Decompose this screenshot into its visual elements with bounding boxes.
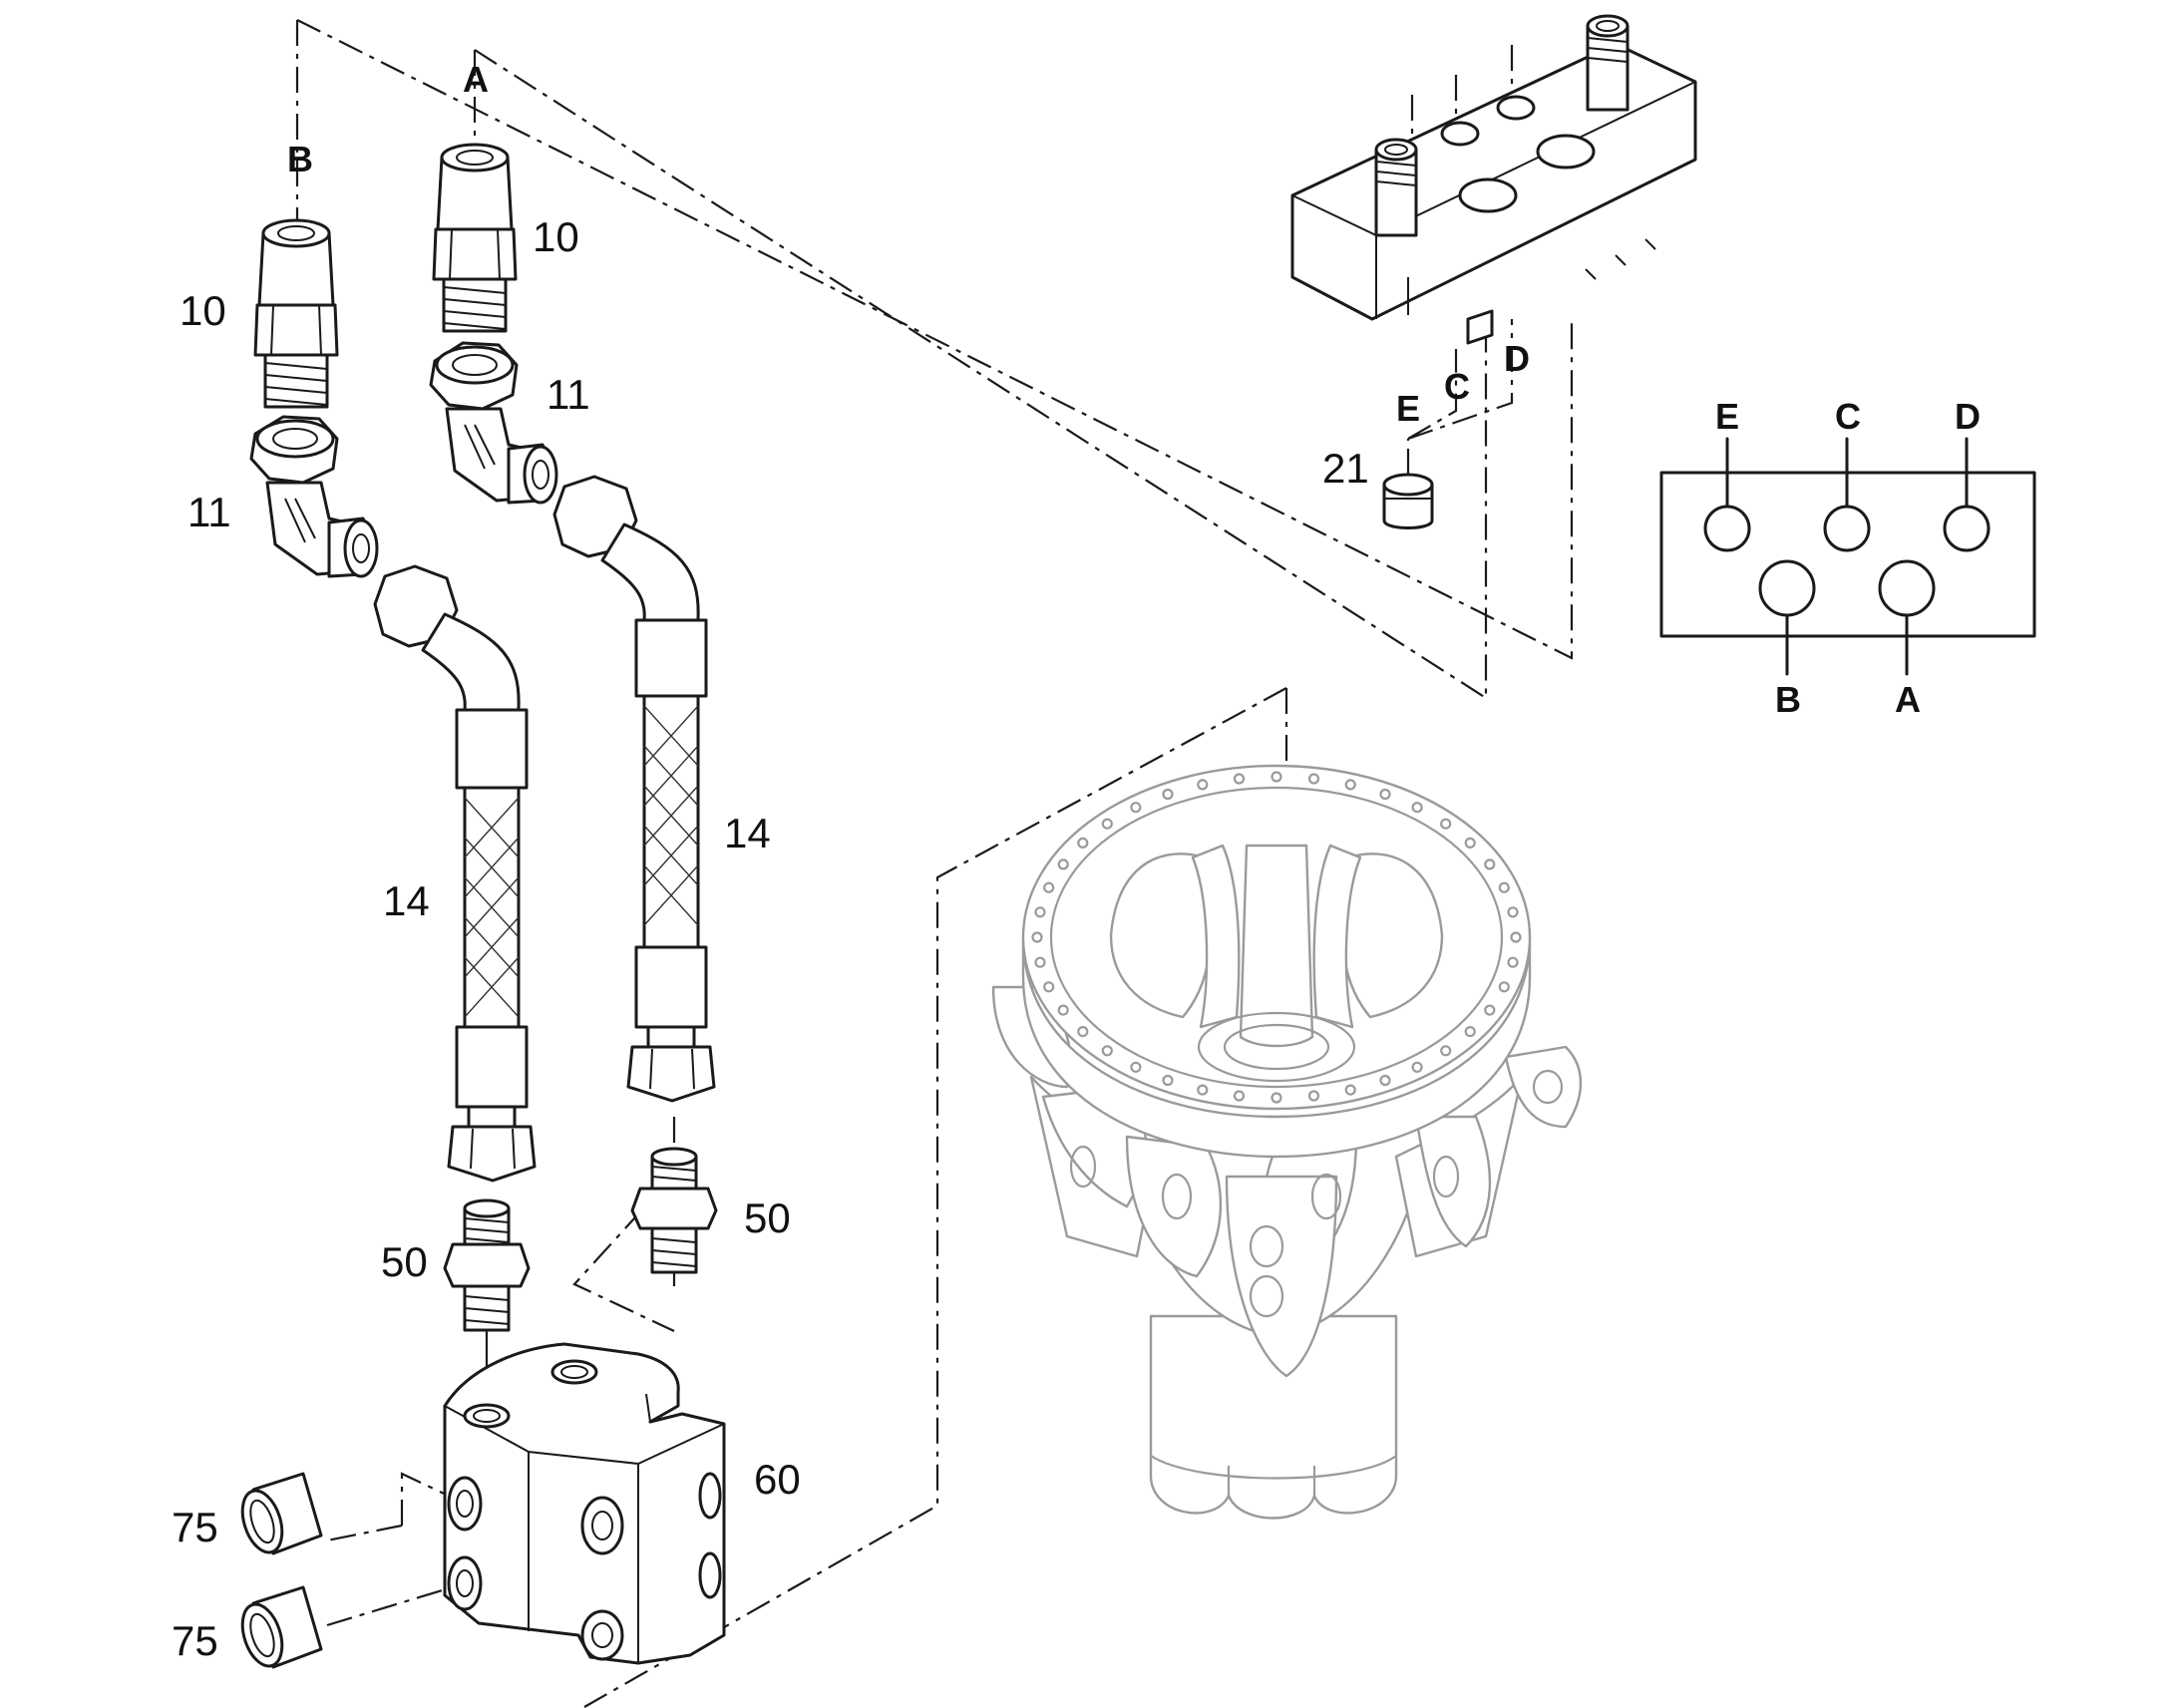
callout-block: 60	[754, 1456, 801, 1503]
port-map-label-e: E	[1715, 396, 1739, 437]
bolt-hole	[1233, 1090, 1246, 1102]
bolt-hole	[1344, 1084, 1356, 1096]
bolt-hole	[1484, 858, 1496, 870]
bolt-hole	[1077, 1025, 1089, 1038]
callout-elbow-right: 11	[546, 371, 590, 418]
adapter-50-left	[443, 1198, 531, 1332]
housing-background	[991, 764, 1583, 1520]
bolt-hole	[1507, 956, 1519, 968]
callout-fitting-right: 10	[533, 213, 579, 260]
port-map-label-d: D	[1955, 396, 1981, 437]
bolt-hole	[1034, 906, 1046, 918]
valve-stud-left	[1374, 138, 1418, 237]
bolt-hole	[1034, 956, 1046, 968]
port-map-label-b: B	[1775, 679, 1801, 720]
bolt-hole	[1464, 1025, 1476, 1038]
fitting-10-right	[432, 143, 518, 333]
bolt-hole	[1271, 1092, 1282, 1104]
callout-hose-left: 14	[383, 877, 430, 924]
letter-valve-e: E	[1396, 388, 1420, 429]
bolt-hole	[1379, 1074, 1391, 1087]
bolt-hole	[1057, 1004, 1069, 1016]
callout-adapter-left: 50	[381, 1238, 428, 1285]
bolt-hole	[1130, 802, 1142, 814]
bolt-hole	[1440, 818, 1452, 830]
letter-line-a: A	[463, 59, 489, 100]
adapter-50-right	[630, 1147, 718, 1274]
cap-21	[1382, 473, 1434, 529]
bolt-hole	[1307, 1090, 1320, 1102]
elbow-11-left	[249, 415, 379, 578]
bolt-hole	[1498, 881, 1510, 893]
bolt-hole	[1043, 981, 1055, 993]
bolt-hole	[1411, 802, 1423, 814]
bolt-hole	[1498, 981, 1510, 993]
hose-14-left	[373, 564, 537, 1183]
bolt-hole	[1043, 881, 1055, 893]
bolt-hole	[1307, 773, 1320, 785]
port-map	[1659, 437, 2036, 676]
port-map-hole-c	[1823, 505, 1871, 552]
bolt-hole	[1271, 771, 1282, 783]
callout-plug-top: 75	[172, 1504, 218, 1550]
bolt-hole	[1057, 858, 1069, 870]
elbow-11-right	[429, 341, 558, 505]
bolt-hole	[1233, 773, 1246, 785]
port-letters: B A E C D E C D B A	[287, 59, 1981, 720]
manifold-block-60	[443, 1342, 726, 1665]
bolt-hole	[1162, 788, 1174, 801]
bolt-hole	[1077, 837, 1089, 850]
bolt-hole	[1507, 906, 1519, 918]
port-map-leaders	[1725, 437, 1969, 676]
valve-stud-right	[1586, 14, 1630, 112]
flange-bolt-holes	[1031, 771, 1522, 1104]
port-map-hole-b	[1758, 559, 1816, 617]
plug-75-bottom	[240, 1585, 323, 1669]
bolt-hole	[1440, 1045, 1452, 1057]
callout-hose-right: 14	[724, 810, 771, 856]
bolt-hole	[1484, 1004, 1496, 1016]
port-map-hole-e	[1703, 505, 1751, 552]
bolt-hole	[1197, 1084, 1209, 1096]
callout-elbow-left: 11	[187, 489, 231, 535]
hose-14-right	[552, 475, 716, 1103]
letter-valve-c: C	[1444, 366, 1470, 407]
callout-fitting-left: 10	[180, 287, 226, 334]
port-map-hole-a	[1878, 559, 1936, 617]
bolt-hole	[1031, 931, 1043, 943]
port-map-label-a: A	[1895, 679, 1921, 720]
bolt-hole	[1101, 1045, 1113, 1057]
bolt-hole	[1464, 837, 1476, 850]
callout-adapter-right: 50	[744, 1195, 791, 1241]
valve-block	[1290, 42, 1697, 345]
letter-valve-d: D	[1504, 338, 1530, 379]
bolt-hole	[1510, 931, 1522, 943]
callout-cap: 21	[1322, 445, 1369, 492]
bolt-hole	[1411, 1061, 1423, 1073]
bolt-hole	[1162, 1074, 1174, 1087]
port-map-label-c: C	[1835, 396, 1861, 437]
bolt-hole	[1197, 779, 1209, 791]
fitting-10-left	[253, 218, 339, 409]
bolt-hole	[1101, 818, 1113, 830]
port-map-hole-d	[1943, 505, 1991, 552]
bolt-hole	[1344, 779, 1356, 791]
callout-plug-bottom: 75	[172, 1617, 218, 1664]
plug-75-top	[240, 1472, 323, 1555]
bolt-hole	[1130, 1061, 1142, 1073]
callout-numbers: 10 10 11 11 14 14 50 50 60 75 75 21	[172, 213, 1369, 1664]
cap-center-line	[1406, 319, 1514, 475]
letter-line-b: B	[287, 139, 313, 179]
bolt-hole	[1379, 788, 1391, 801]
